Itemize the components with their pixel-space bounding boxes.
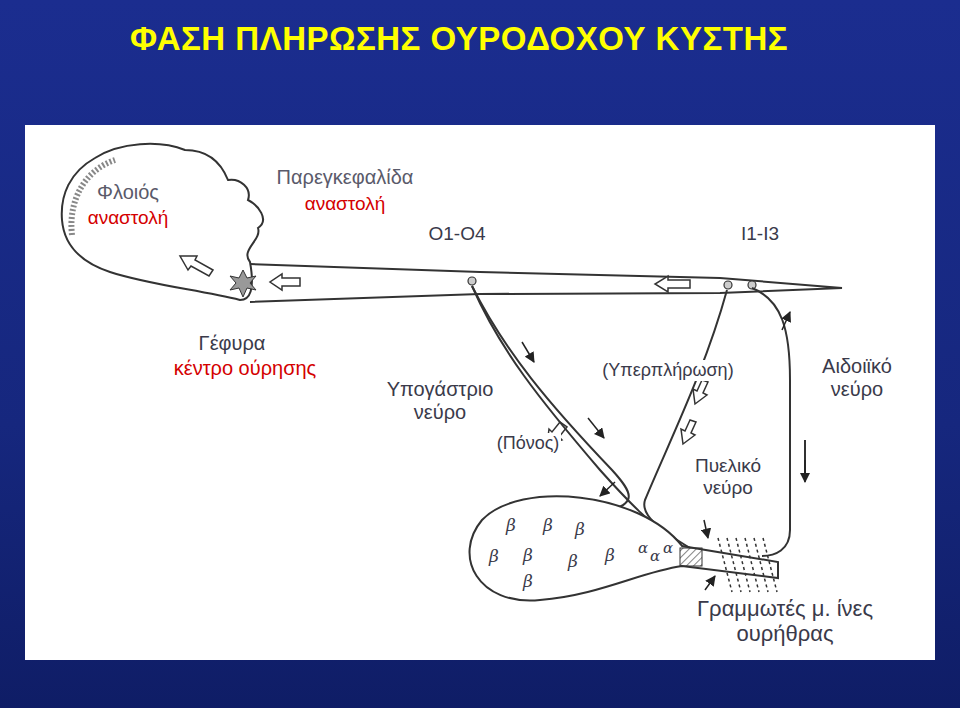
signal-note: (Πόνος) (495, 433, 562, 454)
receptor-symbol: β (603, 546, 617, 566)
receptor-symbol: β (504, 516, 518, 536)
segment-label: Ο1-Ο4 (426, 223, 487, 245)
receptor-symbol: α (648, 548, 662, 565)
receptor-symbol: β (573, 520, 587, 540)
nerve-name: Αιδοιϊκό νεύρο (800, 355, 914, 401)
nerve-name: Πυελικό νεύρο (676, 455, 780, 499)
receptor-symbol: α (636, 540, 650, 557)
segment-label: Ι1-Ι3 (739, 223, 781, 245)
nerve-name: Υπογάστριο νεύρο (373, 378, 507, 424)
spinal-cord (250, 264, 842, 302)
effect-note: κέντρο ούρησης (172, 357, 319, 380)
receptor-symbol: β (541, 516, 555, 536)
region-name: Παρεγκεφαλίδα (275, 166, 416, 189)
signal-note: (Υπερπλήρωση) (600, 360, 735, 381)
spinal-segment-dots (468, 277, 756, 289)
ascending-arrows (180, 256, 708, 445)
receptor-symbol: β (487, 547, 501, 567)
effect-note: αναστολή (303, 193, 388, 215)
region-name: Γέφυρα (197, 332, 268, 355)
receptor-symbol: β (566, 552, 580, 572)
slide-title: ΦΑΣΗ ΠΛΗΡΩΣΗΣ ΟΥΡΟΔΟΧΟΥ ΚΥΣΤΗΣ (130, 20, 788, 58)
striated-urethral-fibres (718, 538, 777, 592)
internal-sphincter (680, 548, 702, 566)
pons-centre (230, 270, 256, 297)
effect-note: αναστολή (86, 207, 171, 229)
region-name: Φλοιός (95, 181, 161, 204)
brain-outline (62, 144, 263, 300)
muscle-name: Γραμμωτές μ. ίνες ουρήθρας (676, 596, 895, 647)
receptor-symbol: β (521, 546, 535, 566)
bladder-outline (470, 496, 778, 600)
white-panel (25, 125, 935, 660)
receptor-symbol: β (521, 572, 535, 592)
receptor-symbol: α (661, 540, 675, 557)
